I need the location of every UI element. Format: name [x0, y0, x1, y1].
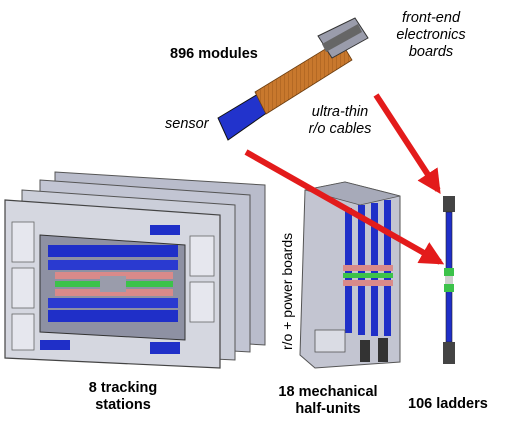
ladder-illustration — [443, 196, 455, 364]
power-boards-label: r/o + power boards — [279, 232, 295, 350]
half-units-label: 18 mechanical half-units — [268, 384, 388, 418]
cables-label-line2: r/o cables — [308, 121, 372, 137]
sensor-label: sensor — [165, 116, 209, 132]
half-units-label-line2: half-units — [295, 401, 361, 417]
feb-label-line3: boards — [408, 44, 454, 60]
cables-label-line1: ultra-thin — [311, 104, 369, 120]
feb-label-line2: electronics — [396, 27, 466, 43]
modules-label: 896 modules — [170, 46, 258, 62]
arrow-feb-to-ladder — [373, 93, 441, 195]
half-units-label-line1: 18 mechanical — [278, 384, 378, 400]
feb-label-line1: front-end — [401, 10, 461, 26]
stations-label-line2: stations — [95, 397, 151, 413]
feb-label: front-end electronics boards — [382, 10, 480, 61]
half-unit-ladders — [343, 200, 393, 336]
ladders-label: 106 ladders — [408, 396, 488, 412]
stations-label: 8 tracking stations — [68, 380, 178, 414]
arrows — [244, 93, 445, 265]
cables-label: ultra-thin r/o cables — [290, 104, 390, 138]
arrow-sensor-to-ladder — [244, 149, 445, 265]
station-frame-front — [4, 199, 221, 369]
tracking-stations-illustration — [4, 171, 266, 369]
module-illustration — [217, 17, 369, 141]
stations-label-line1: 8 tracking — [88, 380, 158, 396]
